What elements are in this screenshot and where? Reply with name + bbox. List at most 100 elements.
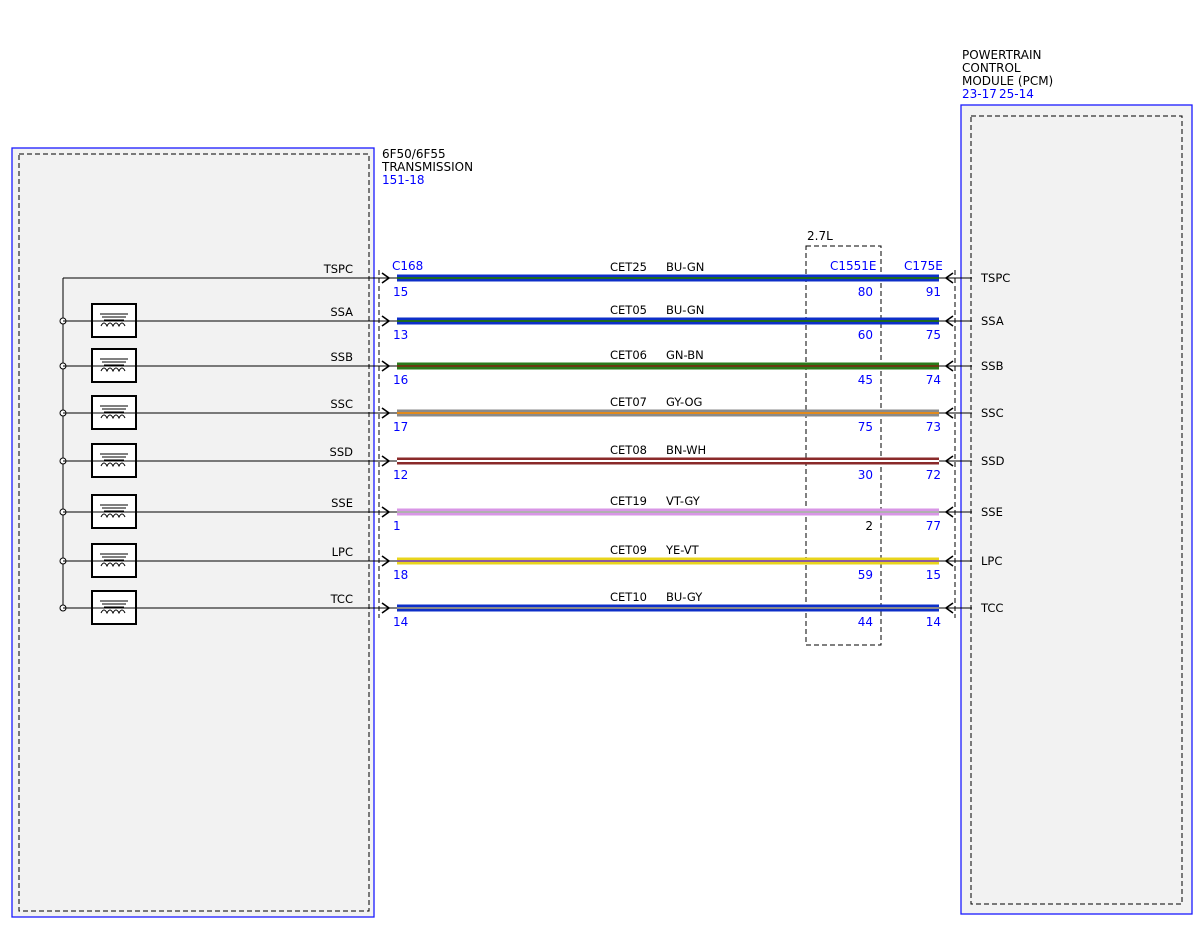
harness-wire bbox=[397, 274, 939, 282]
c175e-pin: 91 bbox=[926, 285, 941, 299]
circuit-id: CET19 bbox=[610, 494, 647, 508]
wire-color-code: BN-WH bbox=[666, 443, 706, 457]
circuit-id: CET10 bbox=[610, 590, 647, 604]
c168-pin: 17 bbox=[393, 420, 408, 434]
c175e-pin: 75 bbox=[926, 328, 941, 342]
c168-pin: 14 bbox=[393, 615, 408, 629]
c1551e-pin: 44 bbox=[858, 615, 873, 629]
c1551e-label: C1551E bbox=[830, 259, 877, 273]
trans-signal-label: TSPC bbox=[323, 262, 353, 276]
c1551e-pin: 75 bbox=[858, 420, 873, 434]
pcm-name-line-2: CONTROL bbox=[962, 61, 1021, 75]
trans-signal-label: SSC bbox=[330, 397, 353, 411]
trans-signal-label: SSB bbox=[331, 350, 354, 364]
circuit-ssd: SSD CET08 BN-WH 12 30 72 SSD bbox=[63, 443, 1005, 482]
circuit-id: CET25 bbox=[610, 260, 647, 274]
c1551e-pin: 45 bbox=[858, 373, 873, 387]
c1551e-pin: 30 bbox=[858, 468, 873, 482]
c168-pin: 18 bbox=[393, 568, 408, 582]
harness-wire bbox=[397, 604, 939, 612]
connector-arrow-right bbox=[944, 407, 954, 419]
harness-wire bbox=[397, 317, 939, 325]
c1551e-pin: 2 bbox=[865, 519, 873, 533]
circuit-ssb: SSB CET06 GN-BN 16 45 74 SSB bbox=[63, 348, 1004, 387]
pcm-signal-label: SSA bbox=[981, 314, 1004, 328]
circuit-lpc: LPC CET09 YE-VT 18 59 15 LPC bbox=[63, 543, 1002, 582]
wire-color-code: BU-GN bbox=[666, 260, 704, 274]
harness-wire bbox=[397, 362, 939, 370]
trans-signal-label: SSA bbox=[330, 305, 353, 319]
c1551e-pin: 59 bbox=[858, 568, 873, 582]
wire-color-code: BU-GN bbox=[666, 303, 704, 317]
c168-pin: 16 bbox=[393, 373, 408, 387]
connector-boundaries: 2.7L C168 C1551E C175E bbox=[378, 229, 956, 646]
c168-pin: 1 bbox=[393, 519, 401, 533]
c175e-label: C175E bbox=[904, 259, 943, 273]
pcm-signal-label: LPC bbox=[981, 554, 1002, 568]
transmission-module-box bbox=[11, 147, 375, 918]
circuit-id: CET06 bbox=[610, 348, 647, 362]
c175e-pin: 72 bbox=[926, 468, 941, 482]
c175e-pin: 73 bbox=[926, 420, 941, 434]
transmission-ref: 151-18 bbox=[382, 173, 425, 187]
pcm-name-line-3: MODULE (PCM) bbox=[962, 74, 1053, 88]
circuit-id: CET05 bbox=[610, 303, 647, 317]
pcm-signal-label: SSB bbox=[981, 359, 1004, 373]
trans-signal-label: LPC bbox=[332, 545, 353, 559]
harness-wire bbox=[397, 409, 939, 417]
wire-color-code: GN-BN bbox=[666, 348, 704, 362]
trans-signal-label: SSE bbox=[331, 496, 353, 510]
inline-connector-box bbox=[805, 245, 882, 646]
pcm-module-box bbox=[960, 104, 1193, 915]
wire-color-code: BU-GY bbox=[666, 590, 703, 604]
pcm-signal-label: TCC bbox=[980, 601, 1003, 615]
circuit-id: CET09 bbox=[610, 543, 647, 557]
circuit-ssc: SSC CET07 GY-OG 17 75 73 SSC bbox=[63, 395, 1004, 434]
transmission-module-inner-boundary bbox=[18, 153, 370, 912]
circuit-id: CET08 bbox=[610, 443, 647, 457]
c175e-pin: 74 bbox=[926, 373, 941, 387]
pcm-module: POWERTRAIN CONTROL MODULE (PCM) 23-17 25… bbox=[960, 48, 1193, 915]
c175e-pin: 14 bbox=[926, 615, 941, 629]
connector-arrow-right bbox=[944, 455, 954, 467]
connector-arrow-right bbox=[944, 315, 954, 327]
wire-color-code: VT-GY bbox=[666, 494, 701, 508]
harness-wire bbox=[397, 457, 939, 465]
pcm-signal-label: TSPC bbox=[980, 271, 1010, 285]
pcm-signal-label: SSD bbox=[981, 454, 1005, 468]
circuit-sse: SSE CET19 VT-GY 1 2 77 SSE bbox=[63, 494, 1003, 533]
pcm-signal-label: SSC bbox=[981, 406, 1004, 420]
inline-connector-label: 2.7L bbox=[807, 229, 833, 243]
pcm-module-inner-boundary bbox=[970, 115, 1183, 905]
c1551e-pin: 80 bbox=[858, 285, 873, 299]
pcm-ref-1: 23-17 bbox=[962, 87, 997, 101]
c1551e-pin: 60 bbox=[858, 328, 873, 342]
trans-signal-label: SSD bbox=[330, 445, 354, 459]
c168-pin: 15 bbox=[393, 285, 408, 299]
harness-wire bbox=[397, 508, 939, 516]
c168-pin: 12 bbox=[393, 468, 408, 482]
connector-arrow-right bbox=[944, 360, 954, 372]
c175e-pin: 15 bbox=[926, 568, 941, 582]
connector-arrow-right bbox=[944, 272, 954, 284]
transmission-name-line-1: 6F50/6F55 bbox=[382, 147, 446, 161]
c168-label: C168 bbox=[392, 259, 423, 273]
connector-arrow-right bbox=[944, 602, 954, 614]
trans-signal-label: TCC bbox=[330, 592, 353, 606]
circuit-ssa: SSA CET05 BU-GN 13 60 75 SSA bbox=[63, 303, 1004, 342]
transmission-module: 6F50/6F55 TRANSMISSION 151-18 bbox=[11, 147, 473, 918]
circuit-id: CET07 bbox=[610, 395, 647, 409]
circuit-tspc: TSPC CET25 BU-GN 15 80 91 TSPC bbox=[63, 260, 1010, 299]
circuit-tcc: TCC CET10 BU-GY 14 44 14 TCC bbox=[63, 590, 1003, 629]
pcm-name-line-1: POWERTRAIN bbox=[962, 48, 1042, 62]
wire-color-code: GY-OG bbox=[666, 395, 702, 409]
pcm-signal-label: SSE bbox=[981, 505, 1003, 519]
connector-arrow-right bbox=[944, 506, 954, 518]
c168-pin: 13 bbox=[393, 328, 408, 342]
transmission-name-line-2: TRANSMISSION bbox=[381, 160, 473, 174]
wire-color-code: YE-VT bbox=[665, 543, 700, 557]
c175e-pin: 77 bbox=[926, 519, 941, 533]
pcm-ref-2: 25-14 bbox=[999, 87, 1034, 101]
